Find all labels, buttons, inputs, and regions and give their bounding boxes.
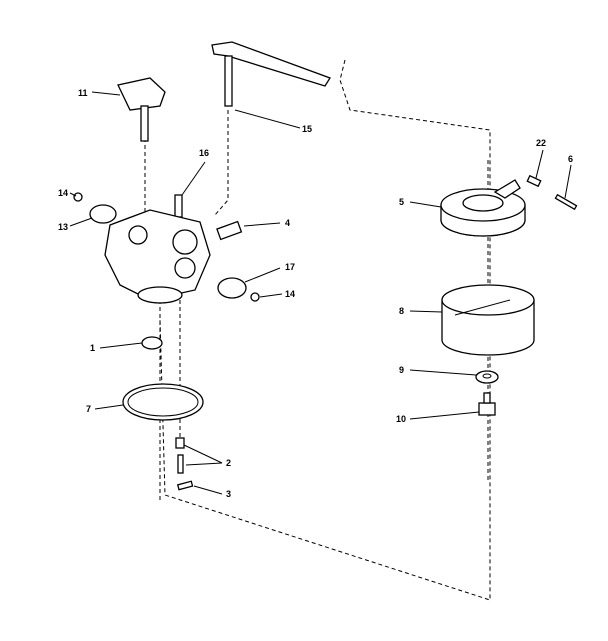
label-13: 13 <box>58 222 69 232</box>
label-14: 14 <box>58 188 69 198</box>
part-7-gasket <box>122 383 204 421</box>
part-4-fitting <box>216 220 243 241</box>
part-16-screw <box>174 194 183 218</box>
label-1: 1 <box>90 343 96 353</box>
part-17-plug <box>217 277 247 299</box>
part-9-washer <box>475 370 499 384</box>
label-8: 8 <box>399 306 405 316</box>
label-9: 9 <box>399 365 405 375</box>
label-5: 5 <box>399 197 405 207</box>
part-3-clip <box>176 480 194 491</box>
housing-outline <box>159 59 491 601</box>
part-14-screw <box>73 192 83 202</box>
label-10: 10 <box>396 414 407 424</box>
label-3: 3 <box>226 489 232 499</box>
label-11: 11 <box>78 88 88 98</box>
part-15-choke-lever <box>211 41 331 107</box>
part-5-float <box>440 179 526 237</box>
part-8-float-bowl <box>441 284 535 356</box>
leader-lines <box>69 91 572 495</box>
part-1-float-ball <box>141 336 163 350</box>
part-10-bowl-nut <box>478 392 496 416</box>
label-16: 16 <box>199 148 210 158</box>
label-15: 15 <box>302 124 313 134</box>
part-2-needle-seat <box>175 437 185 449</box>
part-6-pin <box>554 193 578 211</box>
part-11-throttle-shaft <box>117 77 166 142</box>
label-6: 6 <box>568 154 574 164</box>
label-7: 7 <box>86 404 92 414</box>
part-22-spring <box>526 174 542 188</box>
label-17: 17 <box>285 262 296 272</box>
part-2-needle <box>177 454 184 474</box>
label-4: 4 <box>285 218 291 228</box>
label-22: 22 <box>536 138 547 148</box>
part-14-screw-lower <box>250 292 260 302</box>
label-14-lower: 14 <box>285 289 296 299</box>
label-2: 2 <box>226 458 232 468</box>
part-13-welch-plug <box>89 204 117 224</box>
carburetor-body <box>104 209 211 304</box>
